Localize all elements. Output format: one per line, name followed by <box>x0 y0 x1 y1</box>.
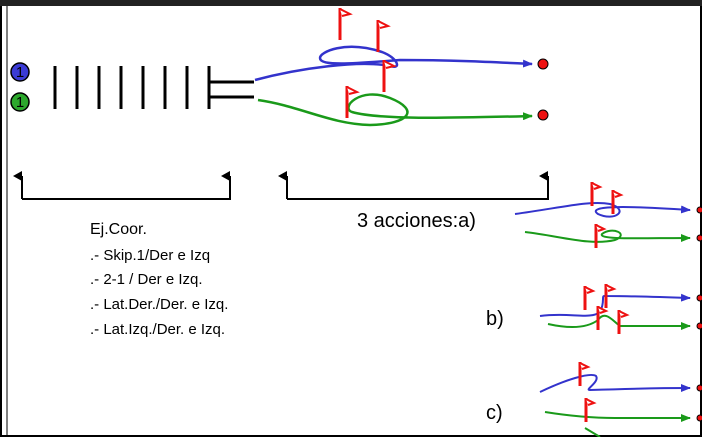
left-section-item: .- Skip.1/Der e Izq <box>90 247 211 264</box>
option-b-diagram <box>539 282 702 336</box>
top-bar <box>0 0 702 6</box>
option-a-diagram <box>514 180 702 250</box>
left-section-item: .- Lat.Der./Der. e Izq. <box>90 296 229 313</box>
bracket-right <box>287 171 549 200</box>
player-1-blue <box>10 62 30 82</box>
right-section-title: 3 acciones:a) <box>357 210 476 232</box>
left-section-title: Ej.Coor. <box>90 221 147 238</box>
option-c-label: c) <box>486 402 503 424</box>
flag-icon <box>338 6 352 42</box>
player-number-blue: 1 <box>15 64 25 81</box>
green-path <box>257 93 533 127</box>
flag-icon <box>382 58 396 94</box>
left-section-item: .- Lat.Izq./Der. e Izq. <box>90 321 226 338</box>
option-b-label: b) <box>486 308 504 330</box>
flag-icon <box>376 18 390 54</box>
player-number-green: 1 <box>15 94 25 111</box>
target-dot-top <box>537 58 549 70</box>
target-dot-bottom <box>537 109 549 121</box>
blue-path <box>254 45 533 82</box>
left-section-item: .- 2-1 / Der e Izq. <box>90 271 203 288</box>
bracket-left <box>22 171 231 200</box>
hurdle-bars <box>53 66 211 109</box>
option-c-diagram <box>539 360 702 437</box>
player-1-green <box>10 92 30 112</box>
